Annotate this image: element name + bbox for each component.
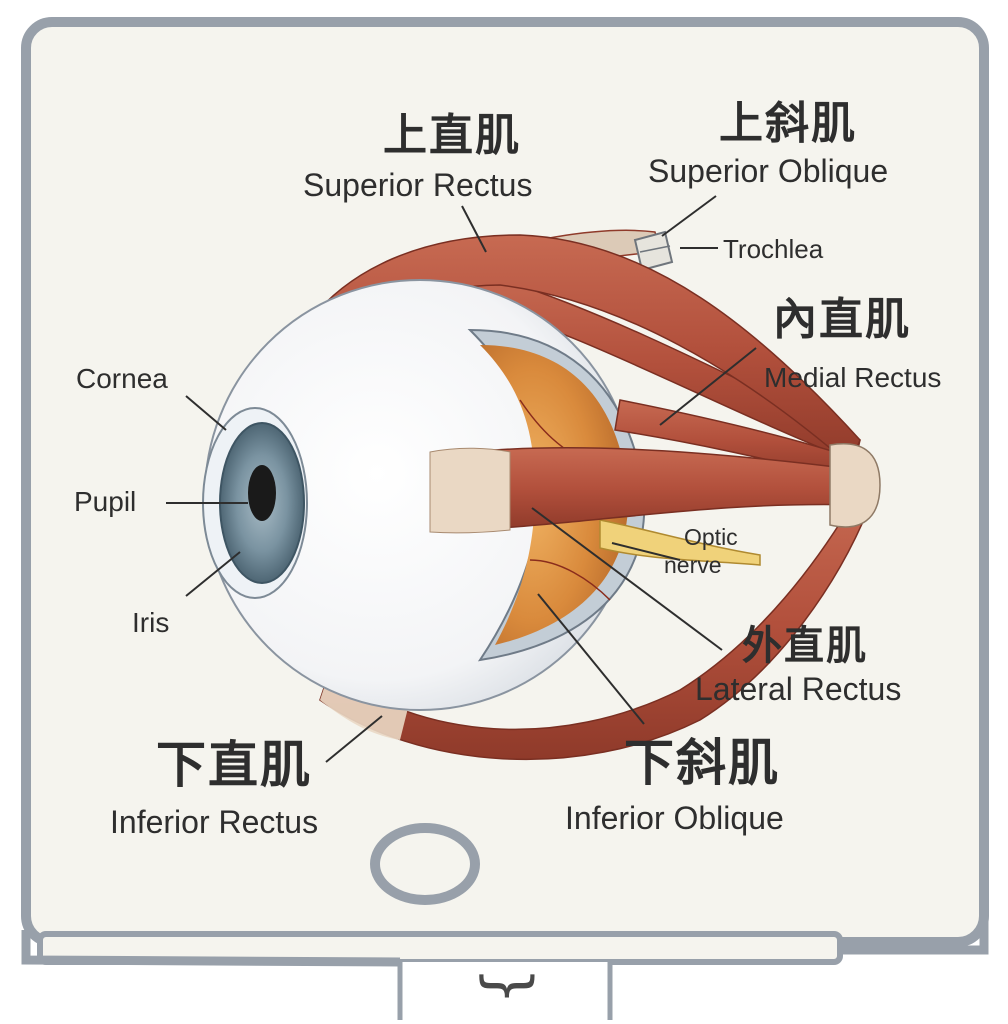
superior-rectus-cjk-label: 上直肌 <box>383 110 521 161</box>
leader-superior-oblique <box>661 195 717 237</box>
leader-superior-rectus <box>461 205 487 253</box>
leader-optic-nerve <box>611 542 681 561</box>
lateral-rectus-cjk-label: 外直肌 <box>742 623 868 669</box>
leader-inferior-oblique <box>537 593 645 725</box>
bottom-brace-symbol: } <box>474 966 545 1006</box>
annulus-tendon <box>829 443 881 528</box>
superior-oblique-cjk-label: 上斜肌 <box>719 98 857 149</box>
leader-lines <box>166 195 757 763</box>
pupil <box>248 465 276 521</box>
inferior-rectus-en-label: Inferior Rectus <box>110 804 319 840</box>
leader-medial-rectus <box>659 347 757 426</box>
cornea-label: Cornea <box>76 363 168 394</box>
leader-cornea <box>185 395 227 431</box>
pupil-label: Pupil <box>74 486 137 517</box>
trochlea-label: Trochlea <box>723 234 824 264</box>
superior-rectus-en-label: Superior Rectus <box>303 167 533 203</box>
optic-nerve-label-line1: Optic <box>684 524 738 550</box>
superior-oblique-en-label: Superior Oblique <box>648 153 889 189</box>
iris-label: Iris <box>132 607 170 638</box>
inferior-rectus-cjk-label: 下直肌 <box>156 736 312 794</box>
trochlea-icon <box>633 230 674 272</box>
inferior-oblique-cjk-label: 下斜肌 <box>624 734 780 792</box>
medial-rectus-en-label: Medial Rectus <box>764 362 942 393</box>
leader-inferior-rectus <box>325 715 383 763</box>
inferior-oblique-en-label: Inferior Oblique <box>565 800 784 836</box>
ring-icon <box>370 823 480 905</box>
leader-lateral-rectus <box>531 507 723 651</box>
lateral-rectus-en-label: Lateral Rectus <box>695 671 902 707</box>
medial-rectus-cjk-label: 內直肌 <box>773 294 911 345</box>
leader-iris <box>185 551 241 597</box>
optic-nerve-label-line2: nerve <box>664 552 722 578</box>
optic-nerve <box>599 519 761 566</box>
